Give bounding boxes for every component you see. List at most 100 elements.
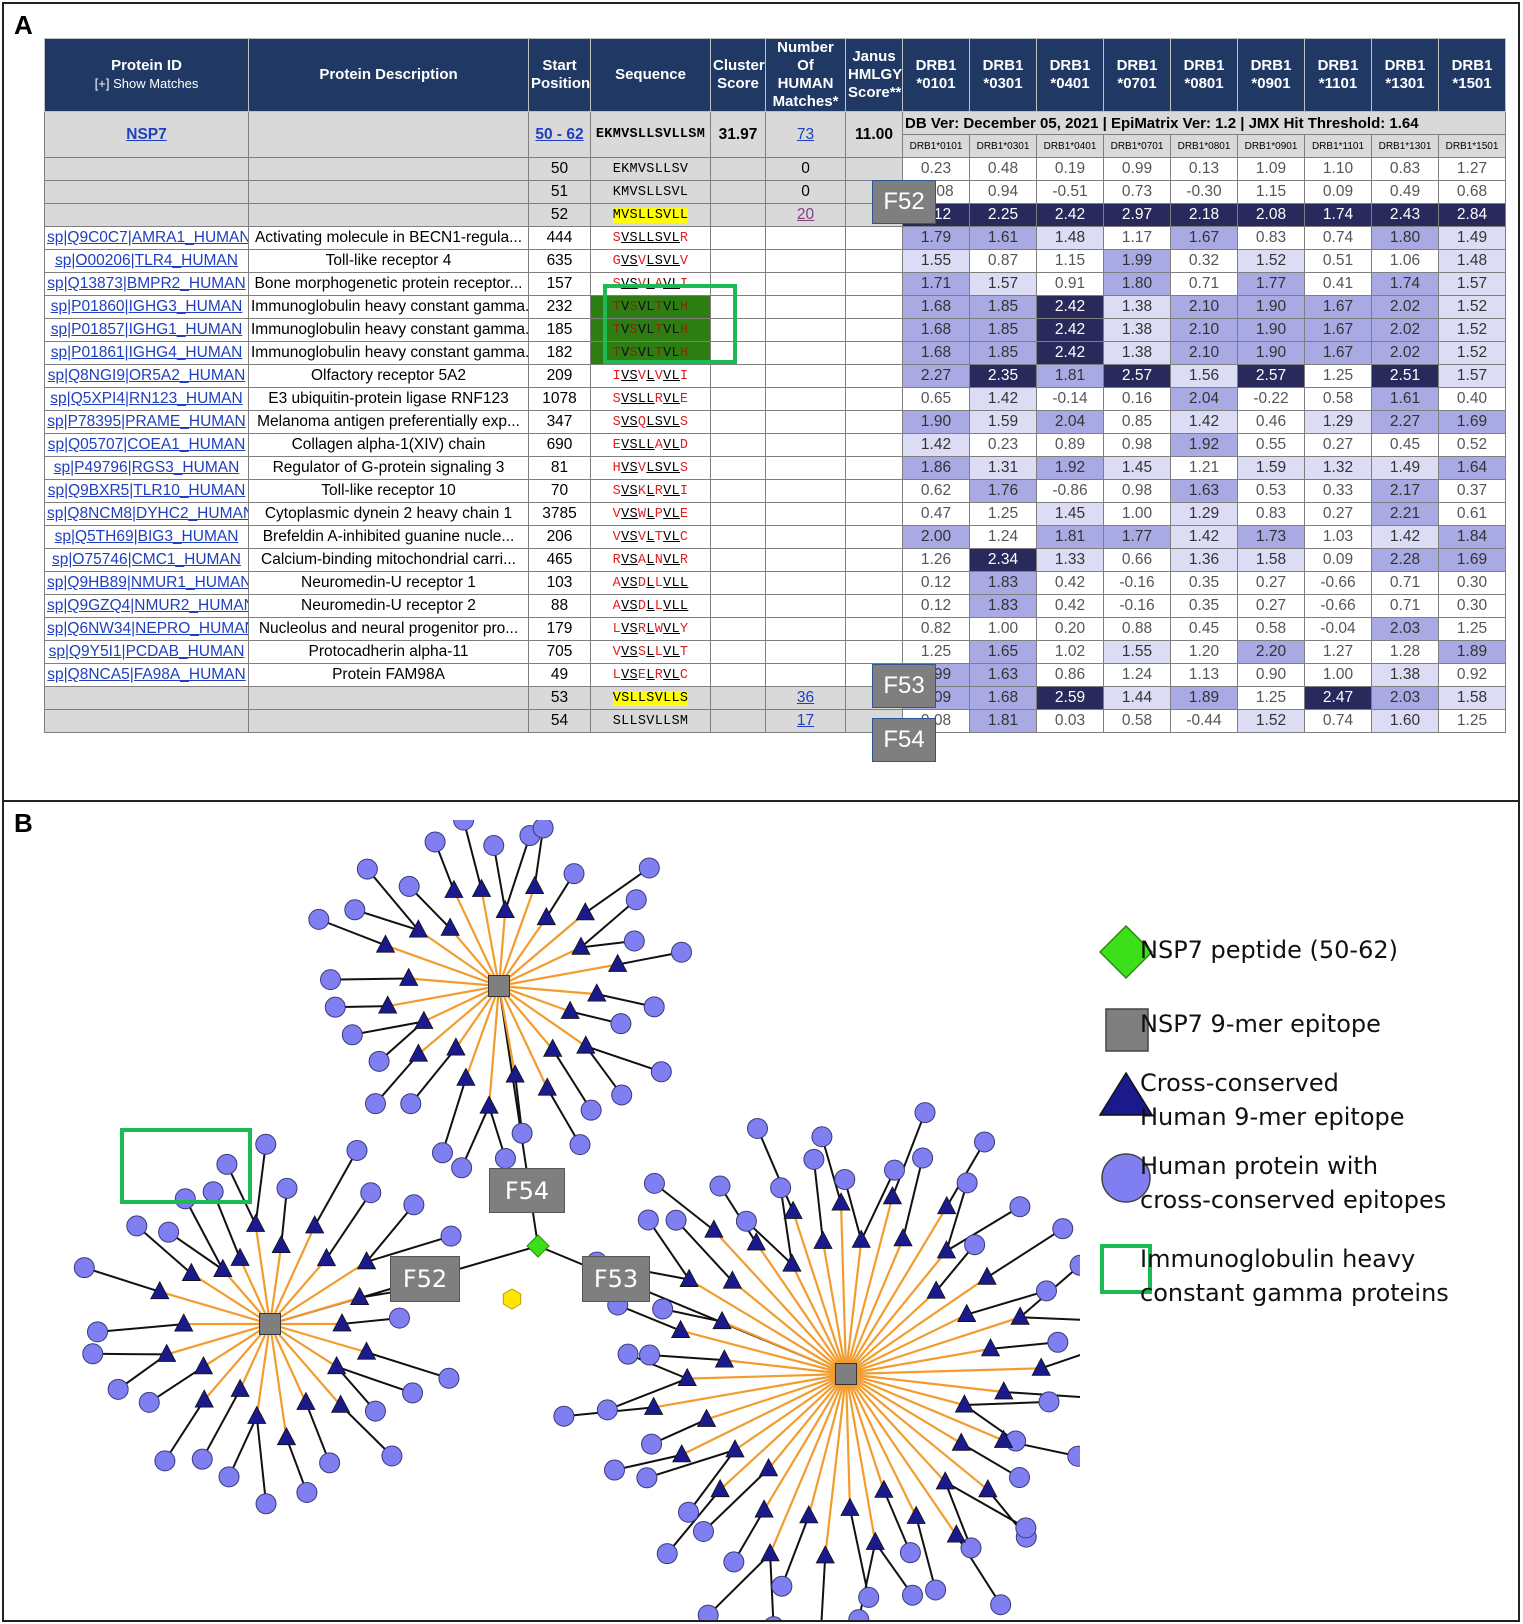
black-edge (986, 1227, 1064, 1279)
protein-id-cell[interactable]: sp|P01860|IGHG3_HUMAN (44, 295, 249, 319)
protein-id-cell[interactable]: sp|O00206|TLR4_HUMAN (44, 249, 249, 273)
matches-cell[interactable]: 17 (765, 709, 846, 733)
start-position: 88 (528, 594, 591, 618)
human-protein-node (956, 1172, 978, 1194)
cluster-score-cell (710, 479, 766, 503)
protein-id-cell[interactable]: sp|Q13873|BMPR2_HUMAN (44, 272, 249, 296)
protein-id-link[interactable]: sp|Q5XPI4|RN123_HUMAN (50, 390, 243, 407)
cluster-id-cell[interactable]: NSP7 (44, 111, 249, 158)
protein-id-link[interactable]: sp|Q8NCA5|FA98A_HUMAN (47, 666, 246, 683)
allele-score: 1.25 (1438, 617, 1506, 641)
protein-id-link[interactable]: sp|O75746|CMC1_HUMAN (52, 551, 241, 568)
black-edge (857, 1542, 877, 1620)
protein-id-link[interactable]: sp|P78395|PRAME_HUMAN (47, 413, 246, 430)
protein-id-cell[interactable]: sp|Q5XPI4|RN123_HUMAN (44, 387, 249, 411)
black-edge (168, 1231, 224, 1271)
sequence-cell: VSLLSVLLS (590, 686, 711, 710)
black-edge (990, 1341, 1058, 1350)
protein-id-cell[interactable]: sp|Q9GZQ4|NMUR2_HUMAN (44, 594, 249, 618)
human-epitope-node (758, 1457, 779, 1477)
protein-id-cell[interactable]: sp|Q5TH69|BIG3_HUMAN (44, 525, 249, 549)
allele-score: 2.47 (1304, 686, 1372, 710)
matches-value[interactable]: 17 (796, 712, 815, 729)
protein-id-link[interactable]: sp|Q9Y5I1|PCDAB_HUMAN (48, 643, 245, 660)
protein-id-cell[interactable]: sp|Q9HB89|NMUR1_HUMAN (44, 571, 249, 595)
protein-id-cell[interactable]: sp|Q05707|COEA1_HUMAN (44, 433, 249, 457)
cluster-matches-cell[interactable]: 73 (765, 111, 846, 158)
human-epitope-node (375, 934, 396, 953)
orange-edge (498, 984, 597, 996)
start-position: 182 (528, 341, 591, 365)
human-epitope-node (349, 1286, 370, 1306)
orange-edge (487, 985, 501, 1107)
black-edge (374, 1053, 420, 1105)
allele-score: 0.88 (1103, 617, 1171, 641)
allele-score: 0.51 (1304, 249, 1372, 273)
matches-cell (765, 663, 846, 687)
orange-edge (190, 1272, 271, 1325)
black-edge (164, 1399, 206, 1462)
allele-score: -0.66 (1304, 571, 1372, 595)
protein-id-link[interactable]: sp|Q9BXR5|TLR10_HUMAN (47, 482, 246, 499)
protein-id-cell[interactable]: sp|P78395|PRAME_HUMAN (44, 410, 249, 434)
protein-id-link[interactable]: sp|P49796|RGS3_HUMAN (53, 459, 240, 476)
cluster-score-cell (710, 249, 766, 273)
protein-id-cell[interactable]: sp|Q9BXR5|TLR10_HUMAN (44, 479, 249, 503)
protein-id-link[interactable]: sp|P01857|IGHG1_HUMAN (50, 321, 243, 338)
protein-id-link[interactable]: sp|Q13873|BMPR2_HUMAN (47, 275, 246, 292)
protein-id-cell[interactable]: sp|Q8NGI9|OR5A2_HUMAN (44, 364, 249, 388)
human-protein-node (364, 1400, 386, 1422)
protein-id-cell[interactable]: sp|Q6NW34|NEPRO_HUMAN (44, 617, 249, 641)
human-epitope-node (696, 1408, 717, 1427)
protein-id-cell (44, 157, 249, 181)
cluster-id-link[interactable]: NSP7 (126, 125, 167, 143)
header-protein-id[interactable]: Protein ID[+] Show Matches (44, 38, 249, 112)
black-edge (945, 1205, 1021, 1252)
protein-id-link[interactable]: sp|P01860|IGHG3_HUMAN (50, 298, 243, 315)
black-edge (584, 867, 650, 914)
matches-cell[interactable]: 36 (765, 686, 846, 710)
protein-id-link[interactable]: sp|Q8NCM8|DYHC2_HUMAN (47, 505, 249, 522)
protein-id-link[interactable]: sp|Q9C0C7|AMRA1_HUMAN (47, 229, 249, 246)
show-matches-toggle[interactable]: [+] Show Matches (94, 76, 199, 91)
protein-id-link[interactable]: sp|O00206|TLR4_HUMAN (55, 252, 238, 269)
nsp7-epitope-node (259, 1313, 281, 1335)
flag-f53: F53 (872, 664, 936, 708)
allele-score: 2.57 (1103, 364, 1171, 388)
human-protein-node (834, 1168, 856, 1190)
protein-id-cell[interactable]: sp|Q9Y5I1|PCDAB_HUMAN (44, 640, 249, 664)
protein-id-cell[interactable]: sp|P01857|IGHG1_HUMAN (44, 318, 249, 342)
protein-id-link[interactable]: sp|Q8NGI9|OR5A2_HUMAN (47, 367, 246, 384)
protein-id-cell[interactable]: sp|P49796|RGS3_HUMAN (44, 456, 249, 480)
matches-value[interactable]: 20 (796, 206, 815, 223)
orange-edge (721, 1320, 847, 1376)
orange-edge (719, 1373, 847, 1491)
cluster-range-link[interactable]: 50 - 62 (535, 125, 584, 143)
protein-id-cell[interactable]: sp|Q8NCM8|DYHC2_HUMAN (44, 502, 249, 526)
black-edge (352, 1020, 425, 1036)
allele-score: 0.83 (1237, 502, 1305, 526)
protein-id-link[interactable]: sp|P01861|IGHG4_HUMAN (50, 344, 243, 361)
matches-cell[interactable]: 20 (765, 203, 846, 227)
human-epitope-node (882, 1186, 903, 1205)
protein-id-link[interactable]: sp|Q5TH69|BIG3_HUMAN (54, 528, 239, 545)
human-protein-node (610, 1013, 632, 1035)
matches-value[interactable]: 36 (796, 689, 815, 706)
protein-id-cell[interactable]: sp|P01861|IGHG4_HUMAN (44, 341, 249, 365)
protein-id-link[interactable]: sp|Q9HB89|NMUR1_HUMAN (47, 574, 249, 591)
allele-score: -0.51 (1036, 180, 1104, 204)
protein-id-link[interactable]: sp|Q9GZQ4|NMUR2_HUMAN (47, 597, 249, 614)
allele-score: 0.27 (1237, 571, 1305, 595)
cluster-score-cell (710, 640, 766, 664)
protein-id-cell[interactable]: sp|Q9C0C7|AMRA1_HUMAN (44, 226, 249, 250)
cluster-matches-link[interactable]: 73 (796, 125, 815, 143)
matches-cell (765, 295, 846, 319)
cluster-range-cell[interactable]: 50 - 62 (528, 111, 591, 158)
black-edge (780, 1515, 810, 1587)
human-epitope-node (408, 1043, 429, 1062)
allele-score: 1.42 (969, 387, 1037, 411)
protein-id-cell[interactable]: sp|Q8NCA5|FA98A_HUMAN (44, 663, 249, 687)
protein-id-link[interactable]: sp|Q05707|COEA1_HUMAN (47, 436, 246, 453)
protein-id-cell[interactable]: sp|O75746|CMC1_HUMAN (44, 548, 249, 572)
protein-id-link[interactable]: sp|Q6NW34|NEPRO_HUMAN (47, 620, 249, 637)
